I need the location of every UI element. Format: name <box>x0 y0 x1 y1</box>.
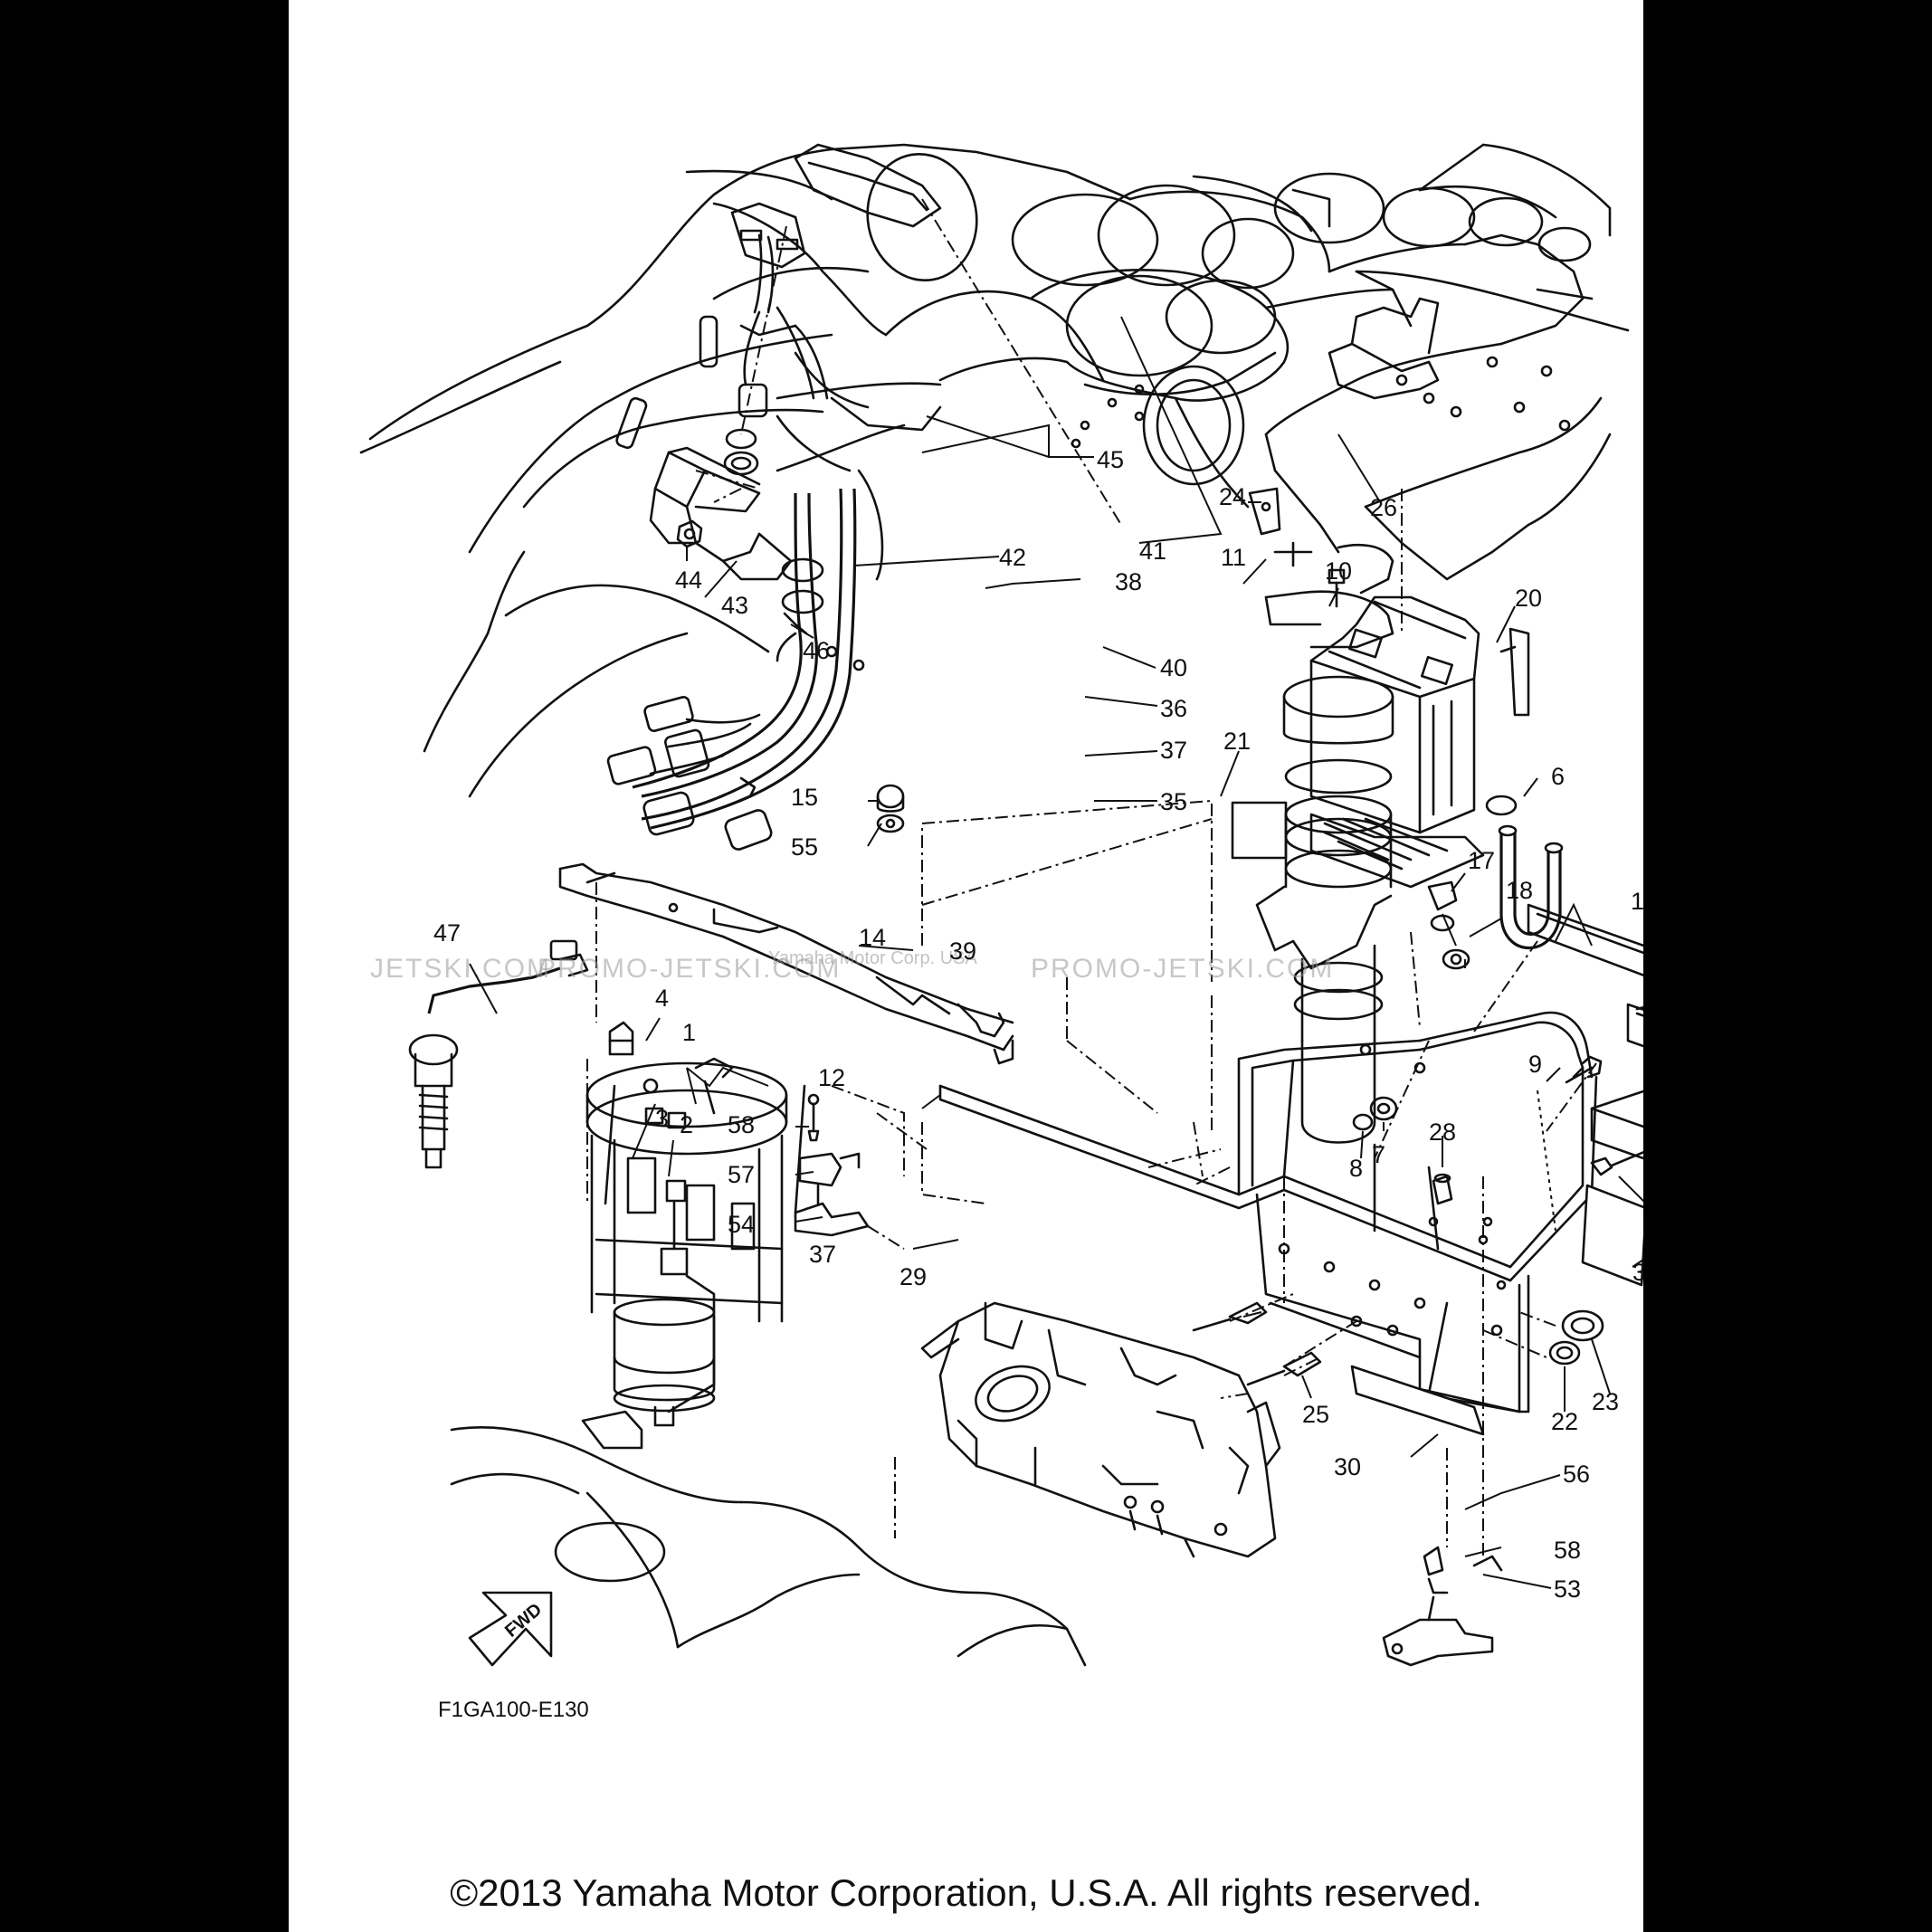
svg-text:Yamaha Motor Corp. USA: Yamaha Motor Corp. USA <box>768 948 977 968</box>
callout-54: 54 <box>728 1211 755 1238</box>
callout-37-lower: 37 <box>809 1241 836 1268</box>
diagram-page: FWD JETSKI.COM PROMO-JETSKI <box>289 0 1643 1932</box>
callout-35: 35 <box>1160 788 1187 815</box>
bracket-14 <box>558 862 1014 1065</box>
callout-56: 56 <box>1563 1461 1590 1488</box>
bracket-43 <box>649 446 793 581</box>
callout-43: 43 <box>721 592 748 619</box>
pad-30 <box>1350 1365 1485 1436</box>
harness <box>606 488 857 851</box>
copyright-notice: ©2013 Yamaha Motor Corporation, U.S.A. A… <box>450 1871 1482 1914</box>
callout-26: 26 <box>1370 494 1397 521</box>
callout-41: 41 <box>1139 538 1166 565</box>
bracket-13 <box>1527 903 1643 1048</box>
clamp-40 <box>1264 541 1394 649</box>
svg-text:PROMO-JETSKI.COM: PROMO-JETSKI.COM <box>1031 954 1334 984</box>
sensor-47 <box>408 939 589 1169</box>
callout-29: 29 <box>899 1263 927 1290</box>
callout-24: 24 <box>1219 483 1246 510</box>
reference-lines <box>586 799 1597 1556</box>
watermarks: JETSKI.COM PROMO-JETSKI.COM PROMO-JETSKI… <box>370 948 1334 984</box>
bolt-9 <box>1565 1055 1603 1084</box>
callout-1: 1 <box>682 1019 696 1046</box>
callout-17: 17 <box>1468 847 1495 874</box>
callout-4: 4 <box>655 985 669 1012</box>
callout-44: 44 <box>675 566 702 594</box>
callout-28: 28 <box>1429 1118 1456 1146</box>
callout-22: 22 <box>1551 1408 1578 1435</box>
hull-outline <box>359 143 1612 798</box>
callout-14: 14 <box>859 924 886 951</box>
screw-39 <box>956 1003 1005 1038</box>
screw-27 <box>1590 1150 1643 1176</box>
callout-leaders <box>469 316 1643 1589</box>
callout-40: 40 <box>1160 654 1187 681</box>
callout-7: 7 <box>1372 1141 1385 1168</box>
pad-31 <box>1581 1184 1643 1287</box>
main-frame <box>938 1011 1598 1413</box>
callout-20: 20 <box>1515 585 1542 612</box>
callout-36: 36 <box>1160 695 1187 722</box>
callout-9: 9 <box>1528 1051 1542 1078</box>
parts-diagram: FWD JETSKI.COM PROMO-JETSKI <box>359 143 1643 1722</box>
callout-2: 2 <box>680 1111 693 1138</box>
washers-7-8 <box>1352 1096 1453 1205</box>
meter-unit <box>695 143 1122 526</box>
callout-labels: 45 24 26 44 43 42 41 11 10 20 38 46 40 3… <box>433 446 1643 1603</box>
callout-55: 55 <box>791 833 818 861</box>
callout-11: 11 <box>1221 544 1246 571</box>
callout-45: 45 <box>1097 446 1124 473</box>
fwd-arrow-icon: FWD <box>468 1591 553 1667</box>
junction-box <box>920 1301 1281 1558</box>
callout-8: 8 <box>1349 1155 1363 1182</box>
callout-6: 6 <box>1551 763 1565 790</box>
svg-text:PROMO-JETSKI.COM: PROMO-JETSKI.COM <box>538 954 841 984</box>
callout-58-left: 58 <box>728 1111 755 1138</box>
callout-47: 47 <box>433 919 461 947</box>
callout-31: 31 <box>1632 1259 1643 1286</box>
callout-13: 13 <box>1631 888 1643 915</box>
relay-bracket <box>794 1093 870 1237</box>
callout-38: 38 <box>1115 568 1142 595</box>
cap-17 <box>1427 880 1470 970</box>
callout-42: 42 <box>999 544 1026 571</box>
fuel-tank-outline <box>450 1426 1087 1667</box>
filler-hose <box>1255 675 1394 1144</box>
bracket-26 <box>1248 270 1630 536</box>
callout-25: 25 <box>1302 1401 1329 1428</box>
callout-18: 18 <box>1506 877 1533 904</box>
callout-23: 23 <box>1592 1388 1619 1415</box>
callout-39: 39 <box>949 937 976 965</box>
callout-30: 30 <box>1334 1453 1361 1480</box>
cap-15 <box>876 784 905 833</box>
callout-57: 57 <box>728 1161 755 1188</box>
callout-46-top: 46 <box>803 637 830 664</box>
fuel-pump <box>581 1021 806 1450</box>
callout-37-upper: 37 <box>1160 737 1187 764</box>
bracket-53 <box>1382 1546 1503 1667</box>
callout-3: 3 <box>655 1105 669 1132</box>
callout-10: 10 <box>1325 557 1352 585</box>
callout-53: 53 <box>1554 1575 1581 1603</box>
screws-25-29 <box>1192 1301 1322 1386</box>
grommets-22-23 <box>1548 1309 1604 1366</box>
callout-15: 15 <box>791 784 818 811</box>
callout-21: 21 <box>1223 728 1251 755</box>
pad-32 <box>1590 1090 1643 1160</box>
callout-58-right: 58 <box>1554 1537 1581 1564</box>
drawing-code: F1GA100-E130 <box>438 1698 589 1722</box>
svg-text:JETSKI.COM: JETSKI.COM <box>370 954 551 984</box>
fwd-label: FWD <box>501 1600 546 1642</box>
callout-12: 12 <box>818 1064 845 1091</box>
